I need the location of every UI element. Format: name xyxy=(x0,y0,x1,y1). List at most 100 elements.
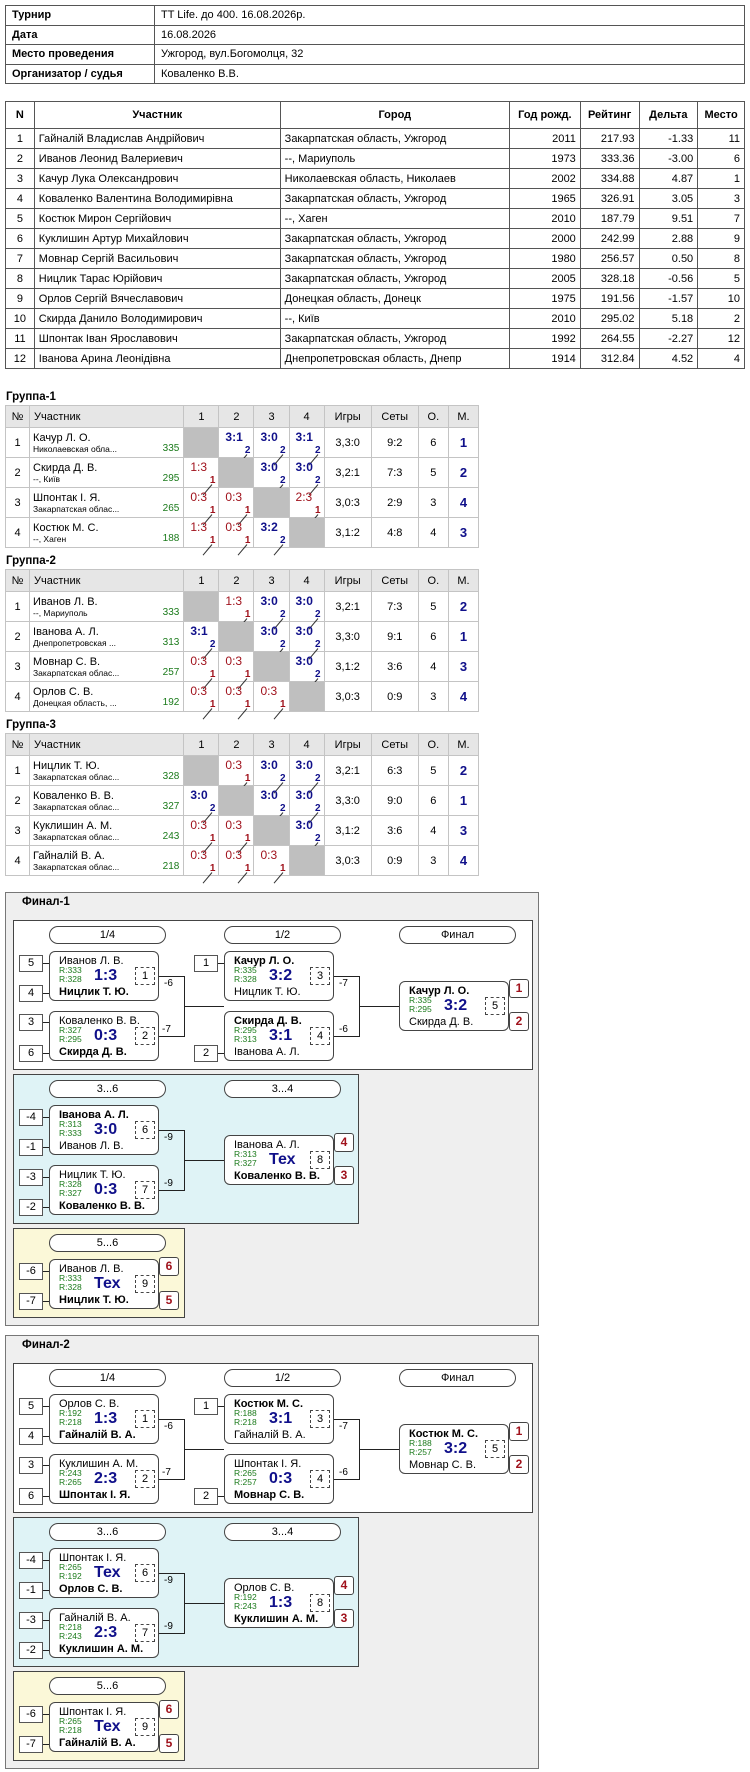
bracket-link-label: -7 xyxy=(339,978,348,989)
bracket-line xyxy=(159,1479,184,1480)
match-rating-1: R:188 xyxy=(234,1408,257,1418)
participant-cell: 3.05 xyxy=(638,188,699,209)
participant-cell: Коваленко Валентина Володимирівна xyxy=(33,188,281,209)
bracket-seed: 4 xyxy=(19,1428,43,1445)
bracket-line xyxy=(159,1573,184,1574)
bracket-link-label: -6 xyxy=(164,978,173,989)
match-number: 9 xyxy=(135,1718,155,1736)
match-rating-1: R:327 xyxy=(59,1025,82,1035)
match-result: 3:2 xyxy=(269,967,293,984)
bracket-seed: -3 xyxy=(19,1612,43,1629)
group-header-cell: Игры xyxy=(323,733,372,756)
participant-cell: 217.93 xyxy=(579,128,640,149)
group-player-rating: 257 xyxy=(162,667,180,678)
participant-cell: Закарпатская область, Ужгород xyxy=(279,268,510,289)
match-rating-1: R:265 xyxy=(59,1562,82,1572)
bracket-line xyxy=(334,976,359,977)
match-rating-1: R:328 xyxy=(59,1179,82,1189)
final-place-badge: 2 xyxy=(509,1012,529,1031)
score-points: 1 xyxy=(244,535,251,546)
group-row-number: 4 xyxy=(4,845,31,876)
match-player-2: Мовнар С. В. xyxy=(234,1489,305,1501)
score-value: 3:0 xyxy=(295,788,313,802)
group-place: 2 xyxy=(447,591,480,622)
participant-cell: 10 xyxy=(697,288,745,309)
group-points: 5 xyxy=(417,457,449,488)
match-number: 5 xyxy=(485,997,505,1015)
group-player-city: Донецкая область, ... xyxy=(33,697,117,708)
bracket-line xyxy=(43,1620,49,1621)
match-rating-2: R:265 xyxy=(59,1477,82,1487)
match-rating-2: R:327 xyxy=(234,1158,257,1168)
group-diagonal-cell xyxy=(253,487,290,518)
score-points: 2 xyxy=(209,803,216,814)
match-result: 0:3 xyxy=(94,1027,118,1044)
participant-cell: Закарпатская область, Ужгород xyxy=(279,248,510,269)
participant-cell: 5 xyxy=(5,208,35,229)
bracket-line xyxy=(159,1190,184,1191)
participants-header: Год рожд. xyxy=(508,101,581,129)
match-player-2: Шпонтак І. Я. xyxy=(59,1489,131,1501)
info-value: Ужгород, вул.Богомолця, 32 xyxy=(154,44,745,65)
